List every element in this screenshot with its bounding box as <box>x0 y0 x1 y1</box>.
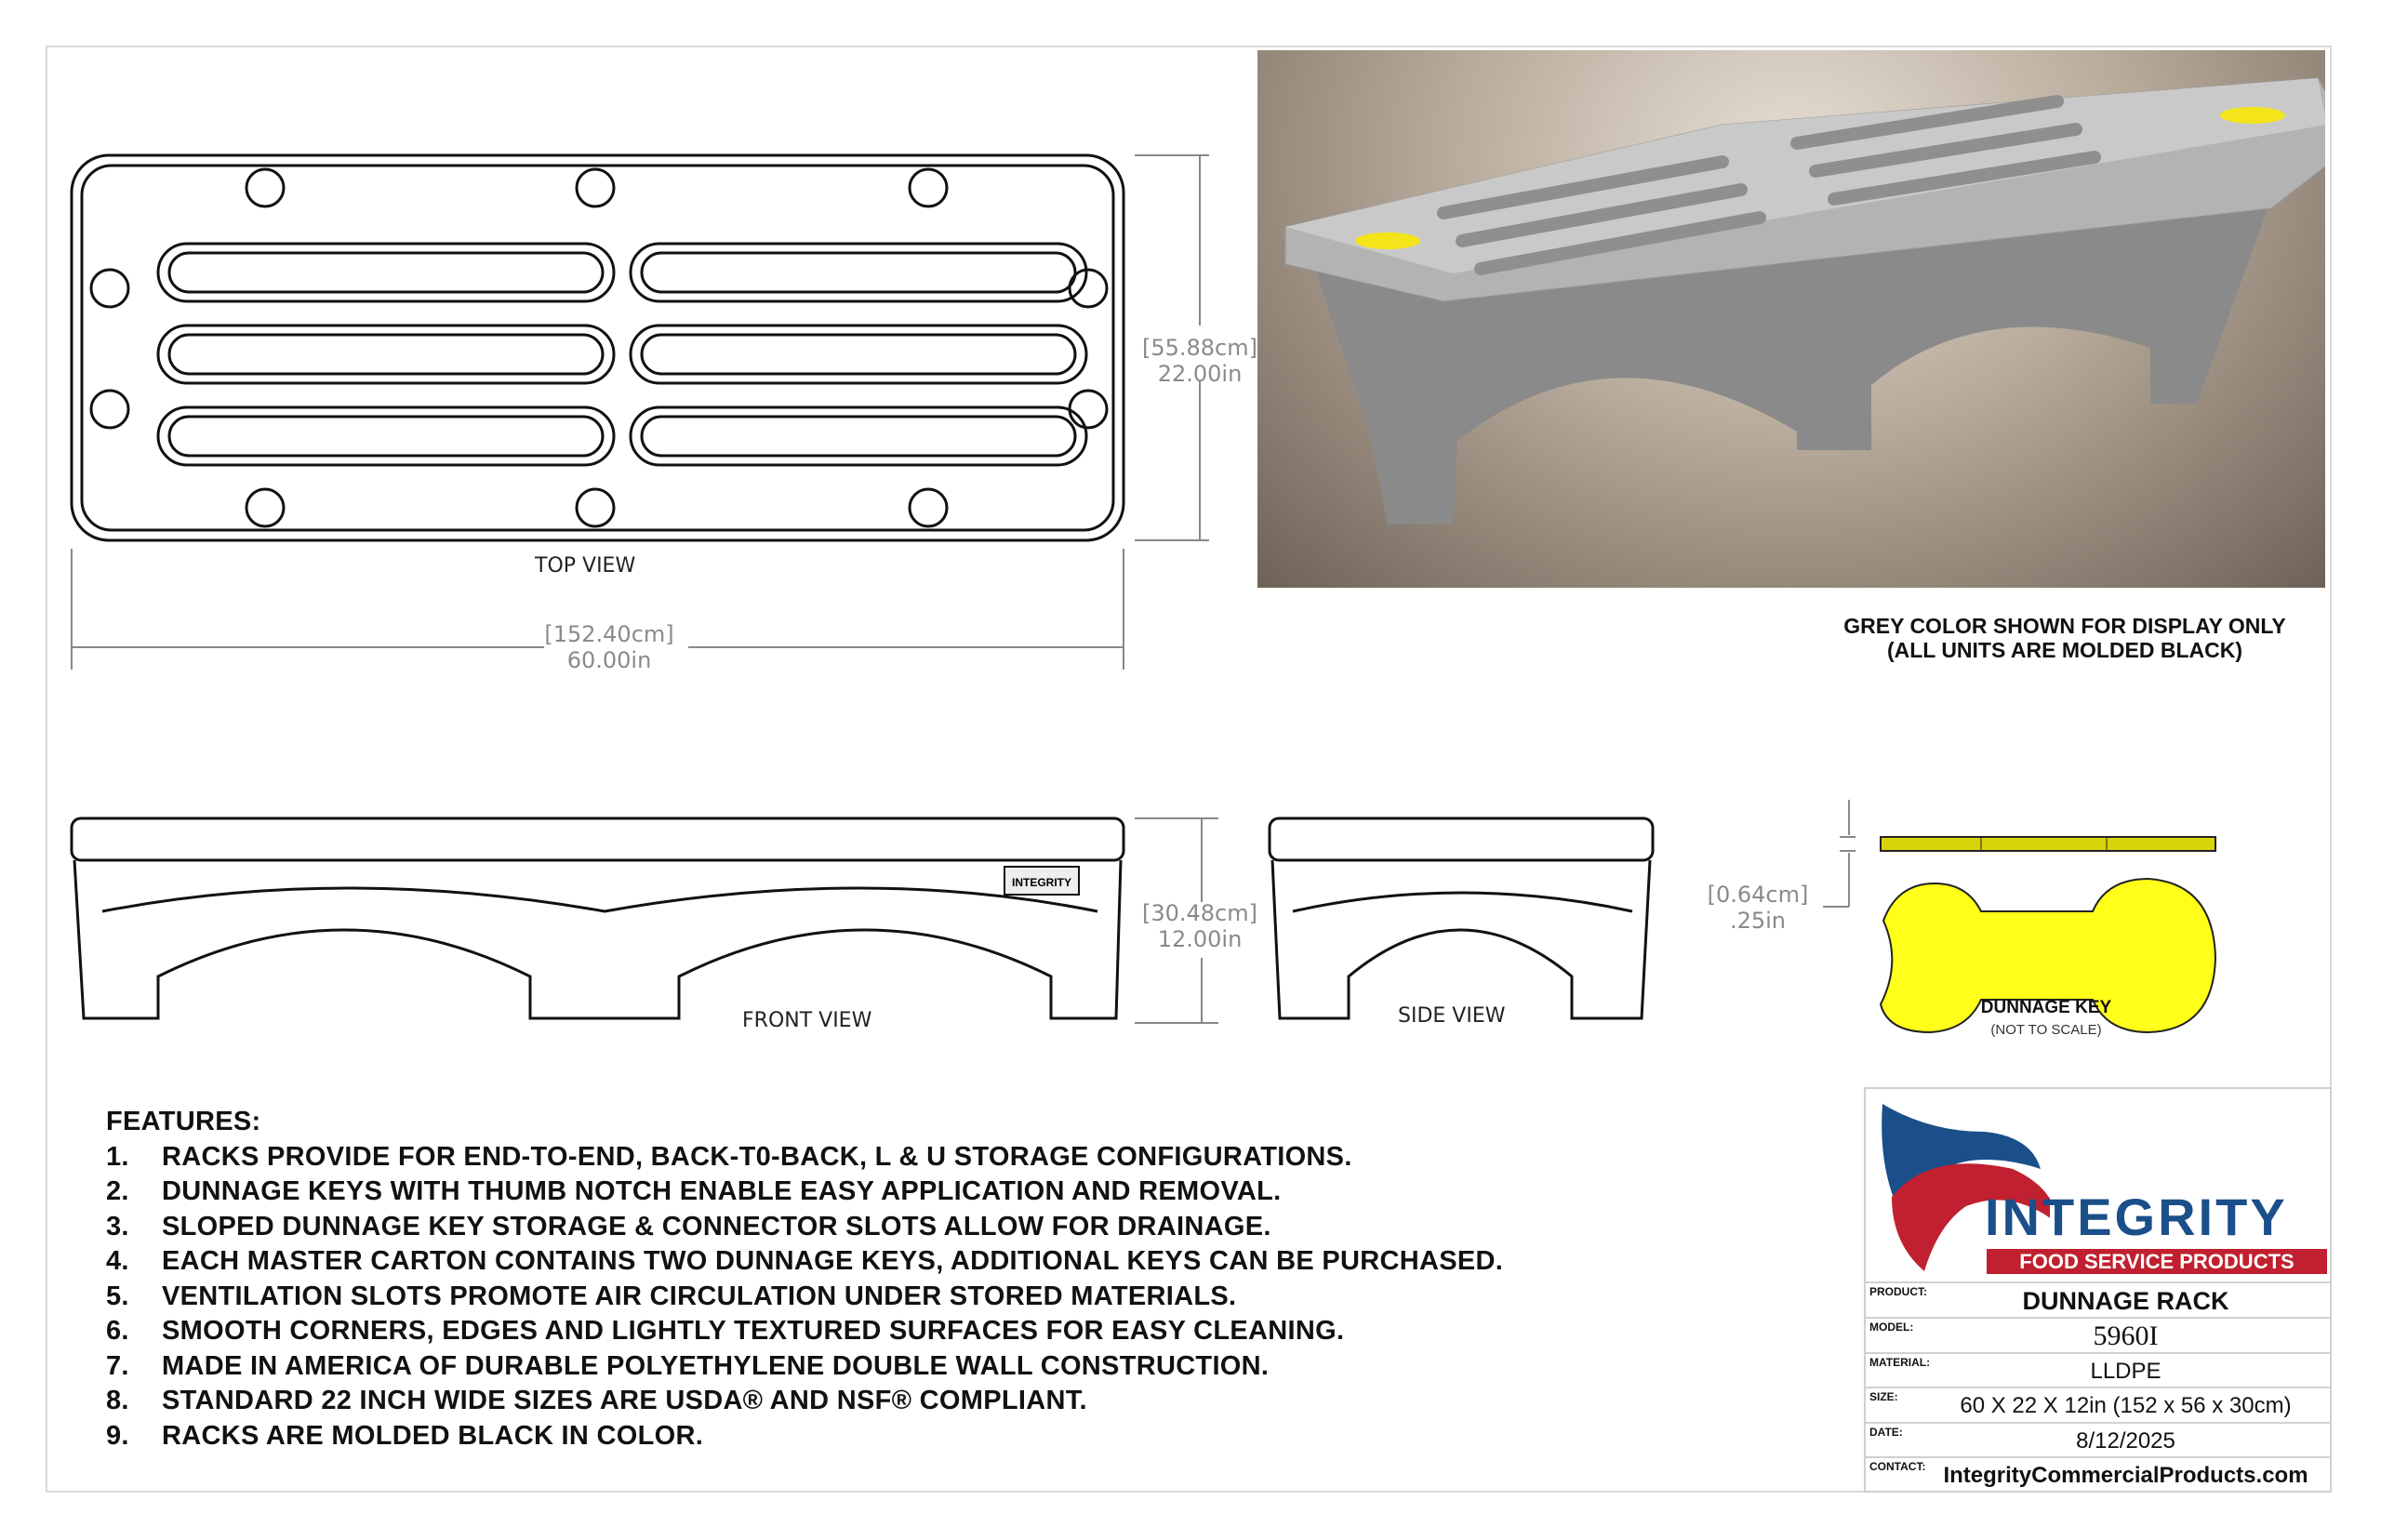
feature-text: MADE IN AMERICA OF DURABLE POLYETHYLENE … <box>162 1350 1270 1381</box>
depth-in: 22.00in <box>1157 361 1243 387</box>
feature-num: 1. <box>106 1141 129 1172</box>
side-view-drawing <box>1268 816 1655 1020</box>
title-block: INTEGRITY FOOD SERVICE PRODUCTS PRODUCT:… <box>1864 1087 2332 1493</box>
date-label: DATE: <box>1869 1426 1903 1439</box>
feature-text: VENTILATION SLOTS PROMOTE AIR CIRCULATIO… <box>162 1281 1237 1311</box>
front-view-drawing: INTEGRITY <box>70 816 1218 1024</box>
top-view-drawing <box>70 153 1209 670</box>
key-thickness-in: .25in <box>1729 908 1787 934</box>
feature-text: RACKS PROVIDE FOR END-TO-END, BACK-T0-BA… <box>162 1141 1352 1172</box>
model-row: MODEL: 5960I <box>1866 1317 2330 1352</box>
width-in: 60.00in <box>566 647 652 673</box>
height-in: 12.00in <box>1157 926 1243 952</box>
model-label: MODEL: <box>1869 1321 1914 1334</box>
feature-text: RACKS ARE MOLDED BLACK IN COLOR. <box>162 1420 704 1451</box>
date-row: DATE: 8/12/2025 <box>1866 1422 2330 1456</box>
key-slots <box>89 167 1109 528</box>
material-label: MATERIAL: <box>1869 1356 1931 1369</box>
feature-num: 8. <box>106 1386 129 1415</box>
brand-subtitle: FOOD SERVICE PRODUCTS <box>1987 1249 2327 1274</box>
feature-num: 9. <box>106 1420 129 1451</box>
contact-label: CONTACT: <box>1869 1460 1926 1473</box>
front-view-label: FRONT VIEW <box>742 1009 872 1032</box>
feature-num: 4. <box>106 1246 129 1276</box>
key-thickness-cm: [0.64cm] <box>1707 882 1809 908</box>
features-title: FEATURES: <box>106 1107 261 1136</box>
contact-value: IntegrityCommercialProducts.com <box>1943 1463 2308 1488</box>
feature-text: SLOPED DUNNAGE KEY STORAGE & CONNECTOR S… <box>162 1211 1271 1241</box>
not-to-scale-label: (NOT TO SCALE) <box>1990 1022 2102 1038</box>
height-dimension: [30.48cm] 12.00in <box>1135 900 1265 952</box>
product-render-image <box>1257 50 2325 588</box>
feature-text: EACH MASTER CARTON CONTAINS TWO DUNNAGE … <box>162 1246 1504 1276</box>
feature-item: 7. MADE IN AMERICA OF DURABLE POLYETHYLEN… <box>106 1349 1503 1385</box>
feature-item: 9. RACKS ARE MOLDED BLACK IN COLOR. <box>106 1419 1503 1454</box>
feature-item: 2. DUNNAGE KEYS WITH THUMB NOTCH ENABLE E… <box>106 1175 1503 1210</box>
features-list: FEATURES: 1. RACKS PROVIDE FOR END-TO-END… <box>106 1105 1503 1454</box>
feature-num: 6. <box>106 1316 129 1346</box>
feature-text: SMOOTH CORNERS, EDGES AND LIGHTLY TEXTUR… <box>162 1316 1345 1346</box>
dunnage-key-drawing <box>1823 800 2217 1034</box>
product-row: PRODUCT: DUNNAGE RACK <box>1866 1281 2330 1317</box>
size-row: SIZE: 60 X 22 X 12in (152 x 56 x 30cm) <box>1866 1387 2330 1422</box>
width-dimension: [152.40cm] 60.00in <box>544 621 674 673</box>
feature-item: 6. SMOOTH CORNERS, EDGES AND LIGHTLY TEXT… <box>106 1314 1503 1349</box>
drawing-border <box>46 46 2332 1493</box>
feature-num: 2. <box>106 1176 129 1206</box>
width-cm: [152.40cm] <box>544 621 674 647</box>
product-label: PRODUCT: <box>1869 1285 1927 1298</box>
material-row: MATERIAL: LLDPE <box>1866 1352 2330 1387</box>
feature-text: DUNNAGE KEYS WITH THUMB NOTCH ENABLE EAS… <box>162 1176 1282 1206</box>
feature-item: 5. VENTILATION SLOTS PROMOTE AIR CIRCULAT… <box>106 1280 1503 1315</box>
feature-num: 7. <box>106 1350 129 1381</box>
feature-text: STANDARD 22 INCH WIDE SIZES ARE USDA® AN… <box>162 1386 1087 1415</box>
material-value: LLDPE <box>2090 1359 2162 1384</box>
model-value: 5960I <box>2093 1321 2159 1351</box>
date-value: 8/12/2025 <box>2076 1428 2175 1454</box>
note-line-1: GREY COLOR SHOWN FOR DISPLAY ONLY <box>1843 614 2286 638</box>
product-value: DUNNAGE RACK <box>2022 1287 2229 1315</box>
feature-num: 3. <box>106 1211 129 1241</box>
dunnage-key-label: DUNNAGE KEY <box>1980 998 2112 1017</box>
size-value: 60 X 22 X 12in (152 x 56 x 30cm) <box>1960 1393 2292 1418</box>
rack-render <box>1284 77 2325 524</box>
depth-cm: [55.88cm] <box>1141 335 1257 361</box>
size-label: SIZE: <box>1869 1390 1898 1403</box>
vent-slots <box>156 242 1088 467</box>
side-view-label: SIDE VIEW <box>1398 1004 1506 1028</box>
height-cm: [30.48cm] <box>1141 900 1257 926</box>
feature-item: 3. SLOPED DUNNAGE KEY STORAGE & CONNECTOR… <box>106 1210 1503 1245</box>
feature-item: 1. RACKS PROVIDE FOR END-TO-END, BACK-T0-… <box>106 1140 1503 1175</box>
feature-item: 4. EACH MASTER CARTON CONTAINS TWO DUNNAG… <box>106 1244 1503 1280</box>
feature-num: 5. <box>106 1281 129 1311</box>
eagle-logo <box>1882 1104 2050 1271</box>
key-thickness-dimension: [0.64cm] .25in <box>1693 882 1823 934</box>
display-color-note: GREY COLOR SHOWN FOR DISPLAY ONLY (ALL U… <box>1795 614 2334 662</box>
contact-row: CONTACT: IntegrityCommercialProducts.com <box>1866 1456 2330 1493</box>
note-line-2: (ALL UNITS ARE MOLDED BLACK) <box>1886 638 2243 662</box>
feature-item: 8. STANDARD 22 INCH WIDE SIZES ARE USDA® … <box>106 1384 1503 1419</box>
front-emboss-text: INTEGRITY <box>1012 876 1071 889</box>
depth-dimension: [55.88cm] 22.00in <box>1139 335 1260 387</box>
dunnage-key-caption: DUNNAGE KEY (NOT TO SCALE) <box>1953 998 2139 1038</box>
top-view-label: TOP VIEW <box>535 554 636 578</box>
brand-name: INTEGRITY <box>1985 1188 2288 1246</box>
